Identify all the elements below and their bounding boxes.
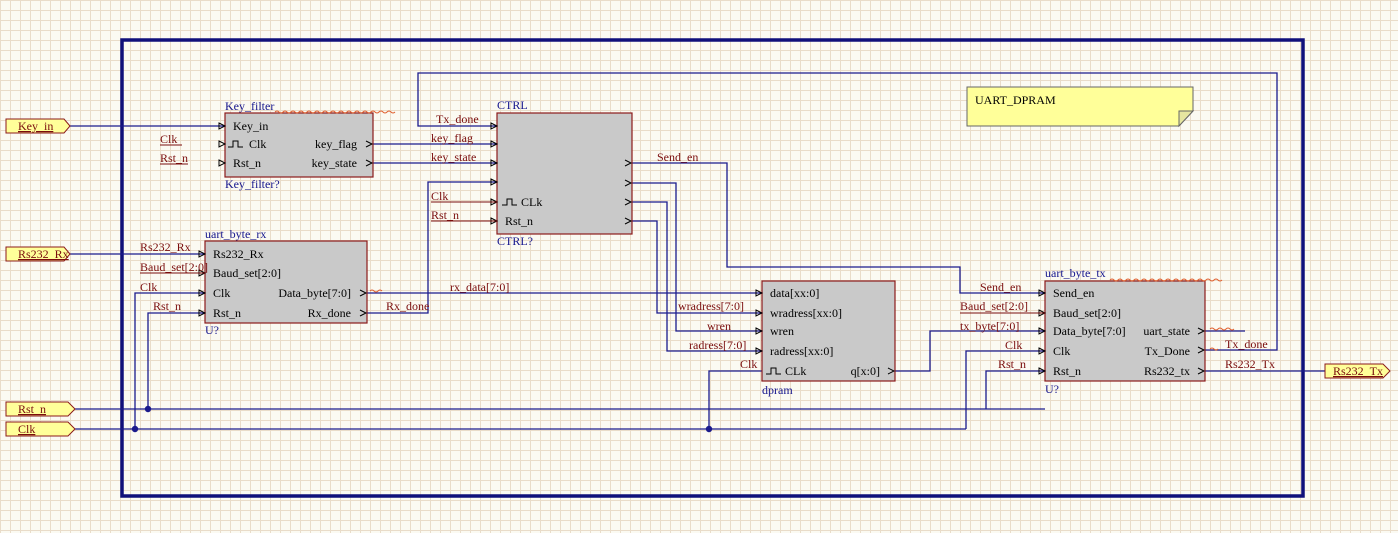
block-title: uart_byte_tx	[1045, 266, 1106, 280]
junction-dot	[144, 405, 152, 413]
net-label: Clk	[160, 132, 177, 146]
net-label: Baud_set[2:0]	[960, 299, 1028, 313]
net-label: wradress[7:0]	[678, 299, 744, 313]
port-label: radress[xx:0]	[770, 344, 833, 358]
port-label: Tx_Done	[1145, 344, 1190, 358]
net-label: Clk	[740, 357, 757, 371]
port-label: Clk	[213, 286, 230, 300]
port-label: Rst_n	[233, 156, 261, 170]
io-port-label: Rs232_Tx	[1333, 364, 1383, 378]
port-label: uart_state	[1143, 324, 1190, 338]
net-label: Send_en	[980, 280, 1021, 294]
net-label: Rs232_Rx	[140, 240, 191, 254]
block-title: uart_byte_rx	[205, 227, 266, 241]
port-label: CLk	[521, 195, 542, 209]
io-port-label: Clk	[18, 422, 35, 436]
io-port-label: Key_in	[18, 119, 53, 133]
port-label: Rs232_tx	[1144, 364, 1190, 378]
net-label: Rst_n	[153, 299, 181, 313]
io-port-rst-n[interactable]: Rst_n	[5, 401, 76, 417]
io-port-key-in[interactable]: Key_in	[5, 118, 71, 134]
port-label: key_flag	[315, 137, 357, 151]
port-label: Rs232_Rx	[213, 247, 264, 261]
io-port-rs232-rx[interactable]: Rs232_Rx	[5, 246, 71, 262]
net-label: Tx_done	[436, 112, 479, 126]
net-label: Clk	[1005, 338, 1022, 352]
block-instance: CTRL?	[497, 234, 533, 248]
block-title: Key_filter	[225, 99, 274, 113]
port-label: q[x:0]	[851, 364, 880, 378]
port-label: data[xx:0]	[770, 286, 819, 300]
block-instance: U?	[1045, 382, 1059, 396]
net-labels: Clk Rst_n Rs232_Rx Baud_set[2:0] Clk Rst…	[140, 112, 1275, 371]
port-label: Clk	[249, 137, 266, 151]
block-dpram[interactable]: dpram data[xx:0] wradress[xx:0] wren rad…	[755, 280, 896, 397]
port-label: Rx_done	[308, 306, 351, 320]
port-label: Data_byte[7:0]	[278, 286, 351, 300]
block-ctrl[interactable]: CTRL CTRL? CLk Rst_n	[490, 98, 633, 248]
io-port-clk[interactable]: Clk	[5, 421, 76, 437]
net-label: Rst_n	[998, 357, 1026, 371]
net-label: Baud_set[2:0]	[140, 260, 208, 274]
block-uart-byte-rx[interactable]: uart_byte_rx U? Rs232_Rx Baud_set[2:0] C…	[198, 227, 368, 337]
net-label: Rs232_Tx	[1225, 357, 1275, 371]
net-label: Rst_n	[160, 151, 188, 165]
port-label: wradress[xx:0]	[770, 306, 842, 320]
net-label: rx_data[7:0]	[450, 280, 509, 294]
port-label: Key_in	[233, 119, 268, 133]
port-label: CLk	[785, 364, 806, 378]
net-label: tx_byte[7:0]	[960, 319, 1019, 333]
note-box[interactable]: UART_DPRAM	[966, 86, 1195, 128]
port-label: Send_en	[1053, 286, 1094, 300]
io-port-label: Rst_n	[18, 402, 46, 416]
net-label: wren	[707, 319, 731, 333]
block-uart-byte-tx[interactable]: uart_byte_tx U? Send_en Baud_set[2:0] Da…	[1038, 266, 1206, 396]
io-port-rs232-tx[interactable]: Rs232_Tx	[1324, 363, 1391, 379]
junction-dot	[131, 425, 139, 433]
note-text: UART_DPRAM	[975, 93, 1056, 107]
net-label: Tx_done	[1225, 337, 1268, 351]
port-label: wren	[770, 324, 794, 338]
wires[interactable]	[70, 72, 1325, 430]
net-label: Rx_done	[386, 299, 429, 313]
block-title: CTRL	[497, 98, 528, 112]
port-label: key_state	[312, 156, 357, 170]
io-port-label: Rs232_Rx	[18, 247, 69, 261]
sheet-border	[120, 38, 1305, 498]
junction-dot	[705, 425, 713, 433]
port-label: Data_byte[7:0]	[1053, 324, 1126, 338]
block-key-filter[interactable]: Key_filter Key_filter? Key_in Clk Rst_n …	[218, 99, 374, 191]
port-label: Rst_n	[213, 306, 241, 320]
net-label: Clk	[140, 280, 157, 294]
port-label: Baud_set[2:0]	[213, 266, 281, 280]
port-label: Baud_set[2:0]	[1053, 306, 1121, 320]
port-label: Rst_n	[505, 214, 533, 228]
net-label: radress[7:0]	[689, 338, 746, 352]
decoration	[274, 110, 1235, 351]
net-label: key_state	[431, 150, 476, 164]
block-instance: dpram	[762, 383, 793, 397]
port-label: Clk	[1053, 344, 1070, 358]
block-instance: U?	[205, 323, 219, 337]
net-label: key_flag	[431, 131, 473, 145]
net-label: Rst_n	[431, 208, 459, 222]
block-instance: Key_filter?	[225, 177, 280, 191]
port-label: Rst_n	[1053, 364, 1081, 378]
net-label: Send_en	[657, 150, 698, 164]
net-label: Clk	[431, 189, 448, 203]
